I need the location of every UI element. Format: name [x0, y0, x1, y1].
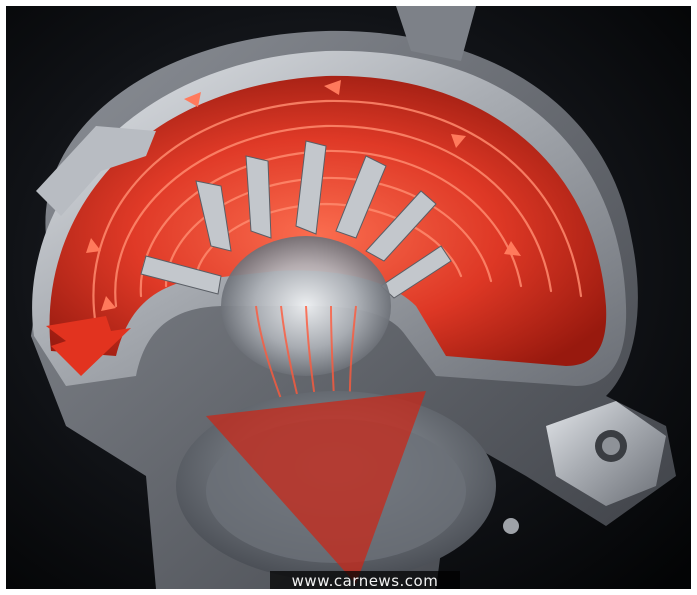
flange-bolt	[602, 437, 620, 455]
housing-bolt	[503, 518, 519, 534]
watermark-text: www.carnews.com	[270, 571, 460, 589]
turbo-illustration	[6, 6, 691, 589]
turbo-cutaway-photo: www.carnews.com	[6, 6, 691, 589]
